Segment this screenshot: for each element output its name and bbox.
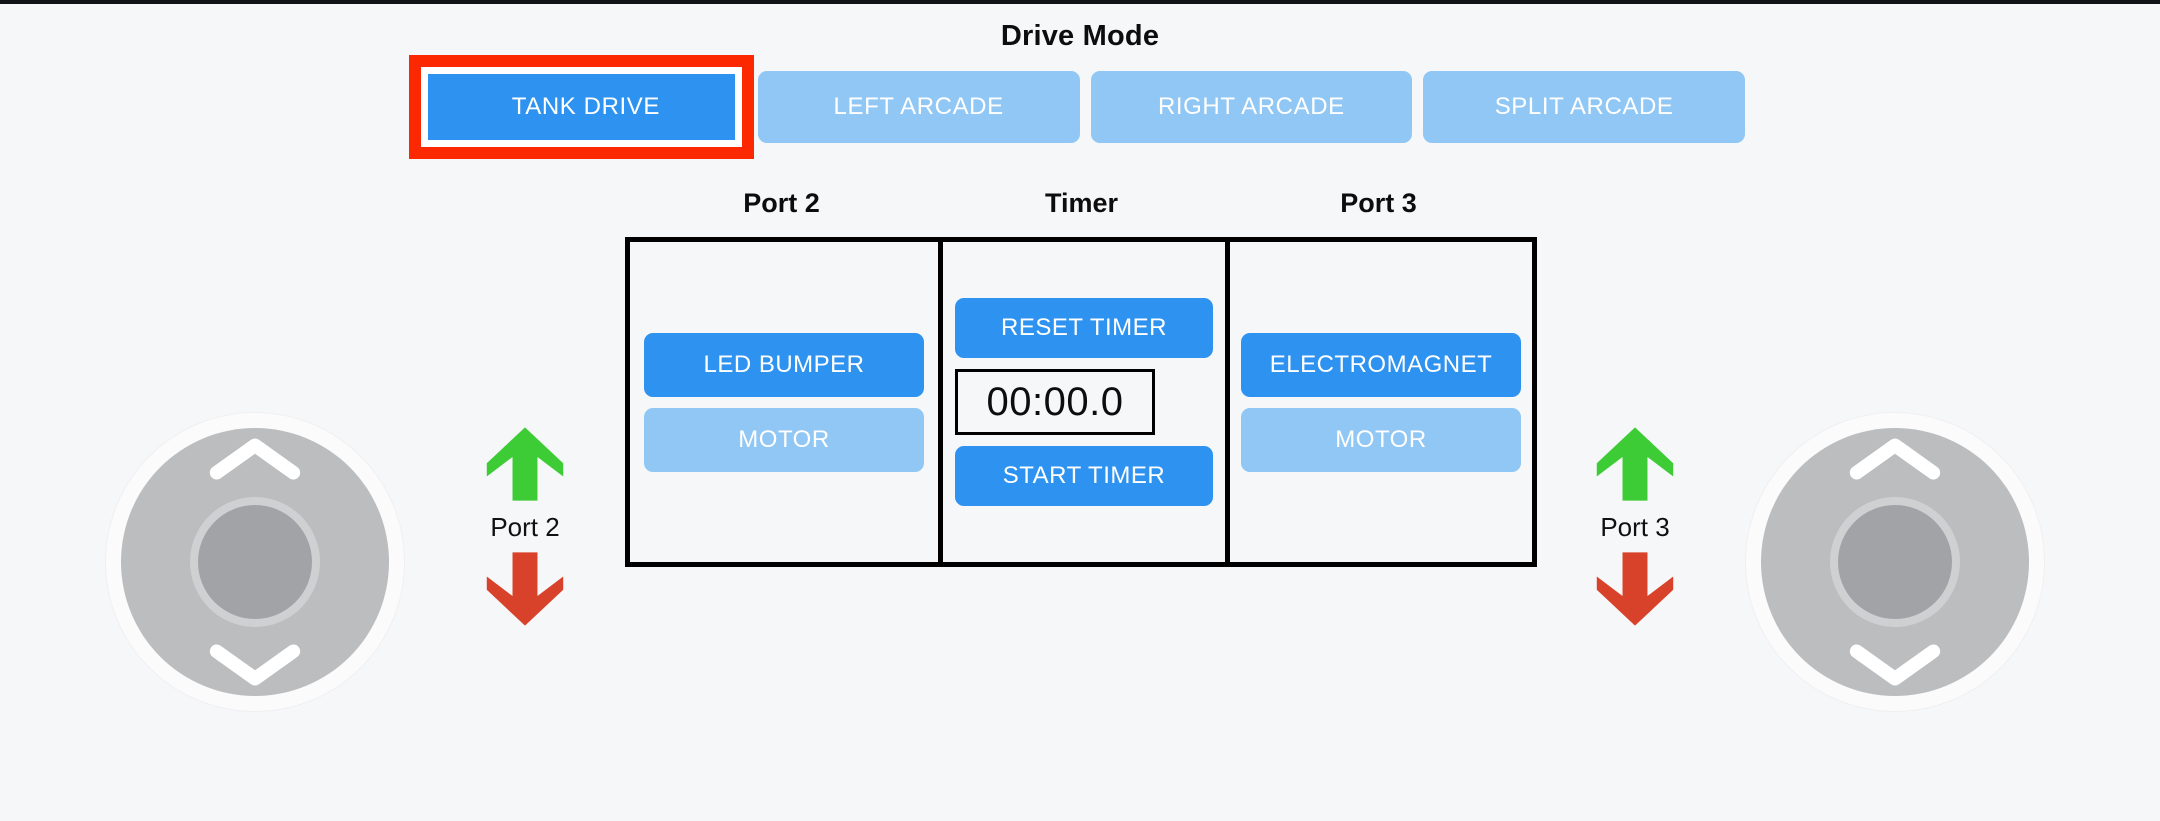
drive-mode-split-arcade[interactable]: SPLIT ARCADE [1423, 71, 1745, 143]
panel-caption-port3: Port 3 [1340, 188, 1417, 218]
arrow-up-icon[interactable] [485, 425, 565, 503]
left-joystick-knob[interactable] [190, 497, 320, 627]
chevron-down-icon [1849, 644, 1941, 686]
timer-control-stack: RESET TIMER 00:00.0 START TIMER [955, 298, 1213, 506]
drive-mode-tank-drive[interactable]: TANK DRIVE [425, 71, 747, 143]
drive-mode-right-arcade[interactable]: RIGHT ARCADE [1090, 71, 1413, 143]
left-joystick[interactable] [105, 412, 405, 712]
port3-motor-button[interactable]: MOTOR [1241, 407, 1521, 472]
port2-motor-button[interactable]: MOTOR [644, 407, 924, 472]
arrow-down-icon[interactable] [485, 550, 565, 628]
panel-caption-port2: Port 2 [743, 188, 820, 218]
port3-electromagnet-button[interactable]: ELECTROMAGNET [1241, 332, 1521, 397]
port3-direction-indicator: Port 3 [1565, 425, 1705, 628]
panel-caption-timer: Timer [1044, 188, 1119, 218]
top-edge-strip [0, 0, 2160, 4]
chevron-up-icon [209, 438, 301, 480]
chevron-up-icon [1849, 438, 1941, 480]
arrow-up-icon[interactable] [1595, 425, 1675, 503]
start-timer-button[interactable]: START TIMER [955, 446, 1213, 506]
drive-mode-button-group: TANK DRIVE LEFT ARCADE RIGHT ARCADE SPLI… [425, 71, 1745, 143]
port3-button-stack: ELECTROMAGNET MOTOR [1241, 332, 1521, 472]
port2-button-stack: LED BUMPER MOTOR [644, 332, 924, 472]
port2-direction-indicator: Port 2 [455, 425, 595, 628]
right-joystick[interactable] [1745, 412, 2045, 712]
device-panel-group: LED BUMPER MOTOR RESET TIMER 00:00.0 STA… [625, 237, 1537, 567]
panel-port2: LED BUMPER MOTOR [625, 237, 943, 567]
reset-timer-button[interactable]: RESET TIMER [955, 298, 1213, 358]
port2-led-bumper-button[interactable]: LED BUMPER [644, 332, 924, 397]
port2-indicator-label: Port 2 [490, 512, 560, 542]
right-joystick-knob[interactable] [1830, 497, 1960, 627]
page-title: Drive Mode [1000, 20, 1160, 52]
drive-mode-left-arcade[interactable]: LEFT ARCADE [757, 71, 1080, 143]
panel-timer: RESET TIMER 00:00.0 START TIMER [938, 237, 1230, 567]
panel-port3: ELECTROMAGNET MOTOR [1225, 237, 1537, 567]
port3-indicator-label: Port 3 [1600, 512, 1670, 542]
arrow-down-icon[interactable] [1595, 550, 1675, 628]
timer-display: 00:00.0 [955, 369, 1155, 435]
chevron-down-icon [209, 644, 301, 686]
